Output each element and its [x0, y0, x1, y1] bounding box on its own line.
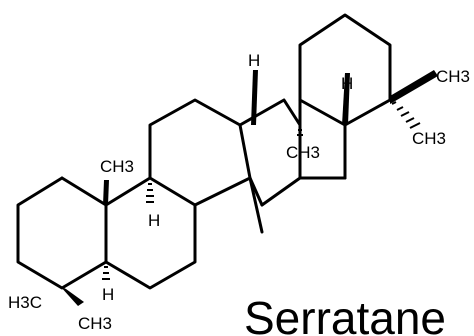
bridge-bond: [248, 176, 264, 234]
molecule-name: Serratane: [244, 292, 446, 336]
wedge-bond-methyl-lower-left: [60, 286, 84, 306]
methyl-label-upper-mid: CH3: [286, 143, 320, 162]
methyl-label-upper-right-wedge: CH3: [436, 67, 470, 86]
h-label-upper-right: H: [341, 74, 353, 93]
methyl-label-left-mid: CH3: [100, 157, 134, 176]
ring-c: [148, 98, 242, 180]
h-label-upper-mid: H: [248, 51, 260, 70]
dashed-bond-methyl-upper-mid: [297, 129, 303, 136]
ring-d-bond: [248, 176, 264, 207]
methyl-label-lower-left-b: CH3: [78, 314, 112, 333]
methyl-label-lower-left-a: H3C: [8, 293, 42, 312]
wedge-bond-methyl-left-mid: [103, 180, 109, 205]
ring-c-bridge: [193, 123, 252, 207]
dashed-bond-h-lower-left: [102, 266, 110, 280]
dashed-bond-methyl-right: [391, 101, 421, 129]
h-label-lower-left: H: [102, 285, 114, 304]
wedge-bond-upper-mid: [251, 70, 258, 125]
methyl-label-upper-right-dash: CH3: [412, 129, 446, 148]
ring-a: [16, 176, 108, 290]
wedge-bond-methyl-right: [390, 70, 438, 104]
ring-b: [104, 176, 197, 290]
h-label-left-mid: H: [148, 211, 160, 230]
wedge-bond-upper-right: [342, 73, 350, 125]
dashed-bond-h-left-mid: [146, 183, 154, 203]
